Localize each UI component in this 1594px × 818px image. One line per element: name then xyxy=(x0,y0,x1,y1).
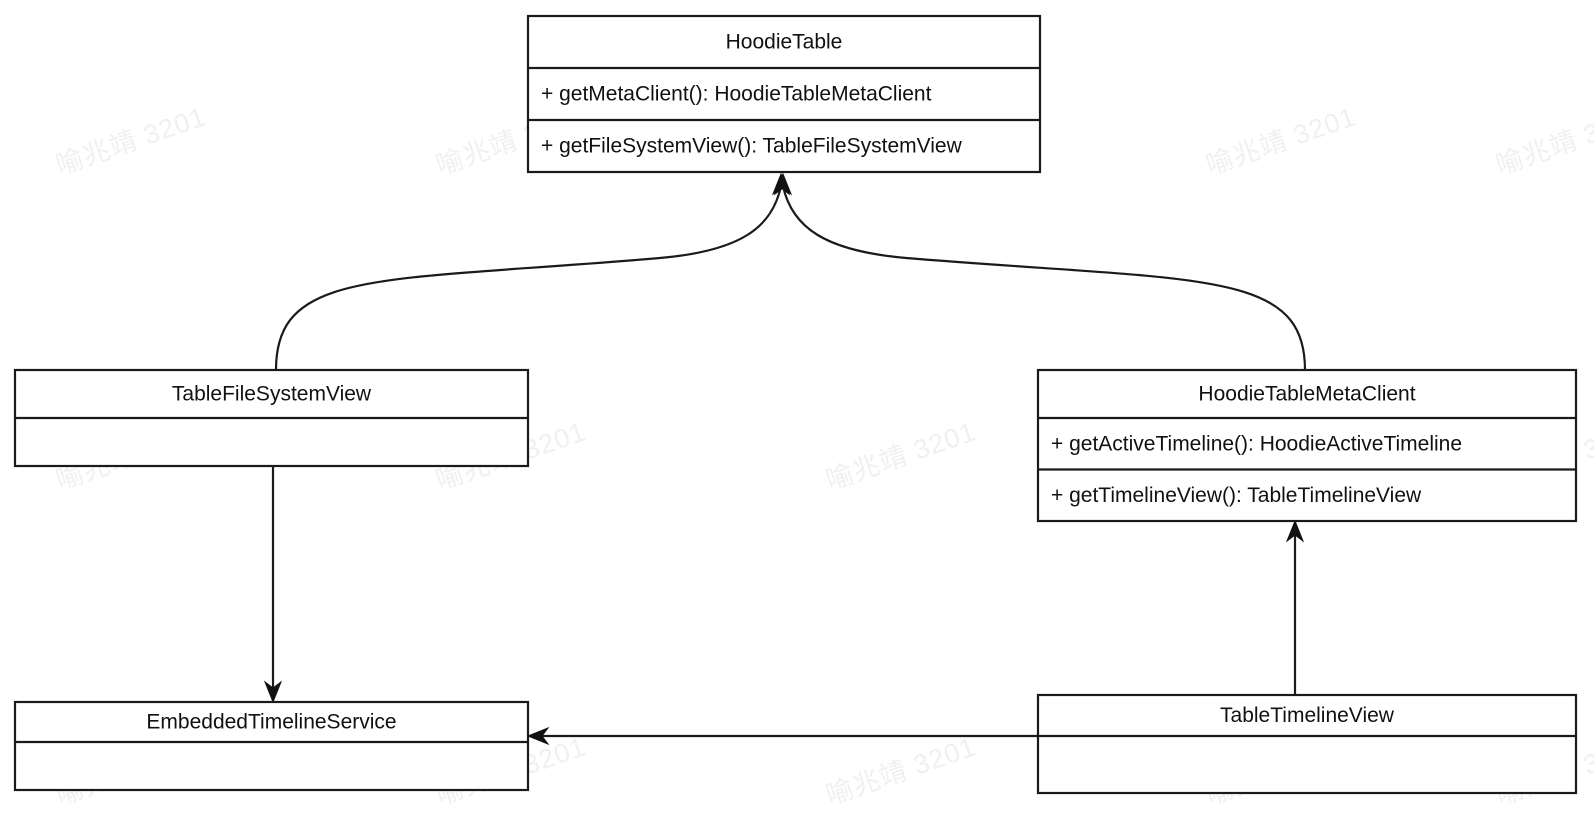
watermark-text: 喻兆靖 3201 xyxy=(822,416,980,495)
class-name-label: EmbeddedTimelineService xyxy=(146,711,396,734)
class-box-outline xyxy=(13,700,530,792)
association-edge xyxy=(526,726,1038,746)
class-box-table-file-system-view[interactable]: TableFileSystemView xyxy=(13,368,530,468)
class-member-label: + getMetaClient(): HoodieTableMetaClient xyxy=(541,83,932,106)
watermark-text: 喻兆靖 3201 xyxy=(1202,101,1360,180)
edge-line xyxy=(781,185,1307,371)
class-box-table-timeline-view[interactable]: TableTimelineView xyxy=(1036,693,1578,795)
class-box-outline xyxy=(1036,693,1578,795)
class-box-hoodie-table[interactable]: HoodieTable + getMetaClient(): HoodieTabl… xyxy=(526,14,1042,174)
watermark-text: 喻兆靖 3201 xyxy=(822,731,980,810)
edge-line xyxy=(274,185,783,371)
class-member-label: + getTimelineView(): TableTimelineView xyxy=(1051,484,1422,507)
class-box-outline xyxy=(526,14,1042,174)
class-name-label: TableFileSystemView xyxy=(172,383,372,406)
arrowhead-icon xyxy=(773,172,793,196)
arrowhead-icon xyxy=(1285,519,1305,543)
watermark-text: 喻兆靖 3201 xyxy=(1492,101,1594,180)
arrowhead-icon xyxy=(526,726,550,746)
class-box-hoodie-table-meta-client[interactable]: HoodieTableMetaClient + getActiveTimeline… xyxy=(1036,368,1578,523)
edge-layer xyxy=(263,172,1307,746)
class-box-outline xyxy=(1036,368,1578,523)
association-edge xyxy=(263,466,283,704)
watermark-text: 喻兆靖 3201 xyxy=(52,101,210,180)
class-box-embedded-timeline-service[interactable]: EmbeddedTimelineService xyxy=(13,700,530,792)
class-member-label: + getActiveTimeline(): HoodieActiveTimel… xyxy=(1051,432,1462,455)
association-edge xyxy=(274,172,791,371)
class-name-label: TableTimelineView xyxy=(1220,704,1395,727)
association-edge xyxy=(773,172,1307,371)
class-layer: HoodieTable + getMetaClient(): HoodieTabl… xyxy=(13,14,1578,795)
class-name-label: HoodieTableMetaClient xyxy=(1198,383,1415,406)
arrowhead-icon xyxy=(263,680,283,704)
class-name-label: HoodieTable xyxy=(726,31,843,54)
association-edge xyxy=(1285,519,1305,695)
class-member-label: + getFileSystemView(): TableFileSystemVi… xyxy=(541,135,963,158)
